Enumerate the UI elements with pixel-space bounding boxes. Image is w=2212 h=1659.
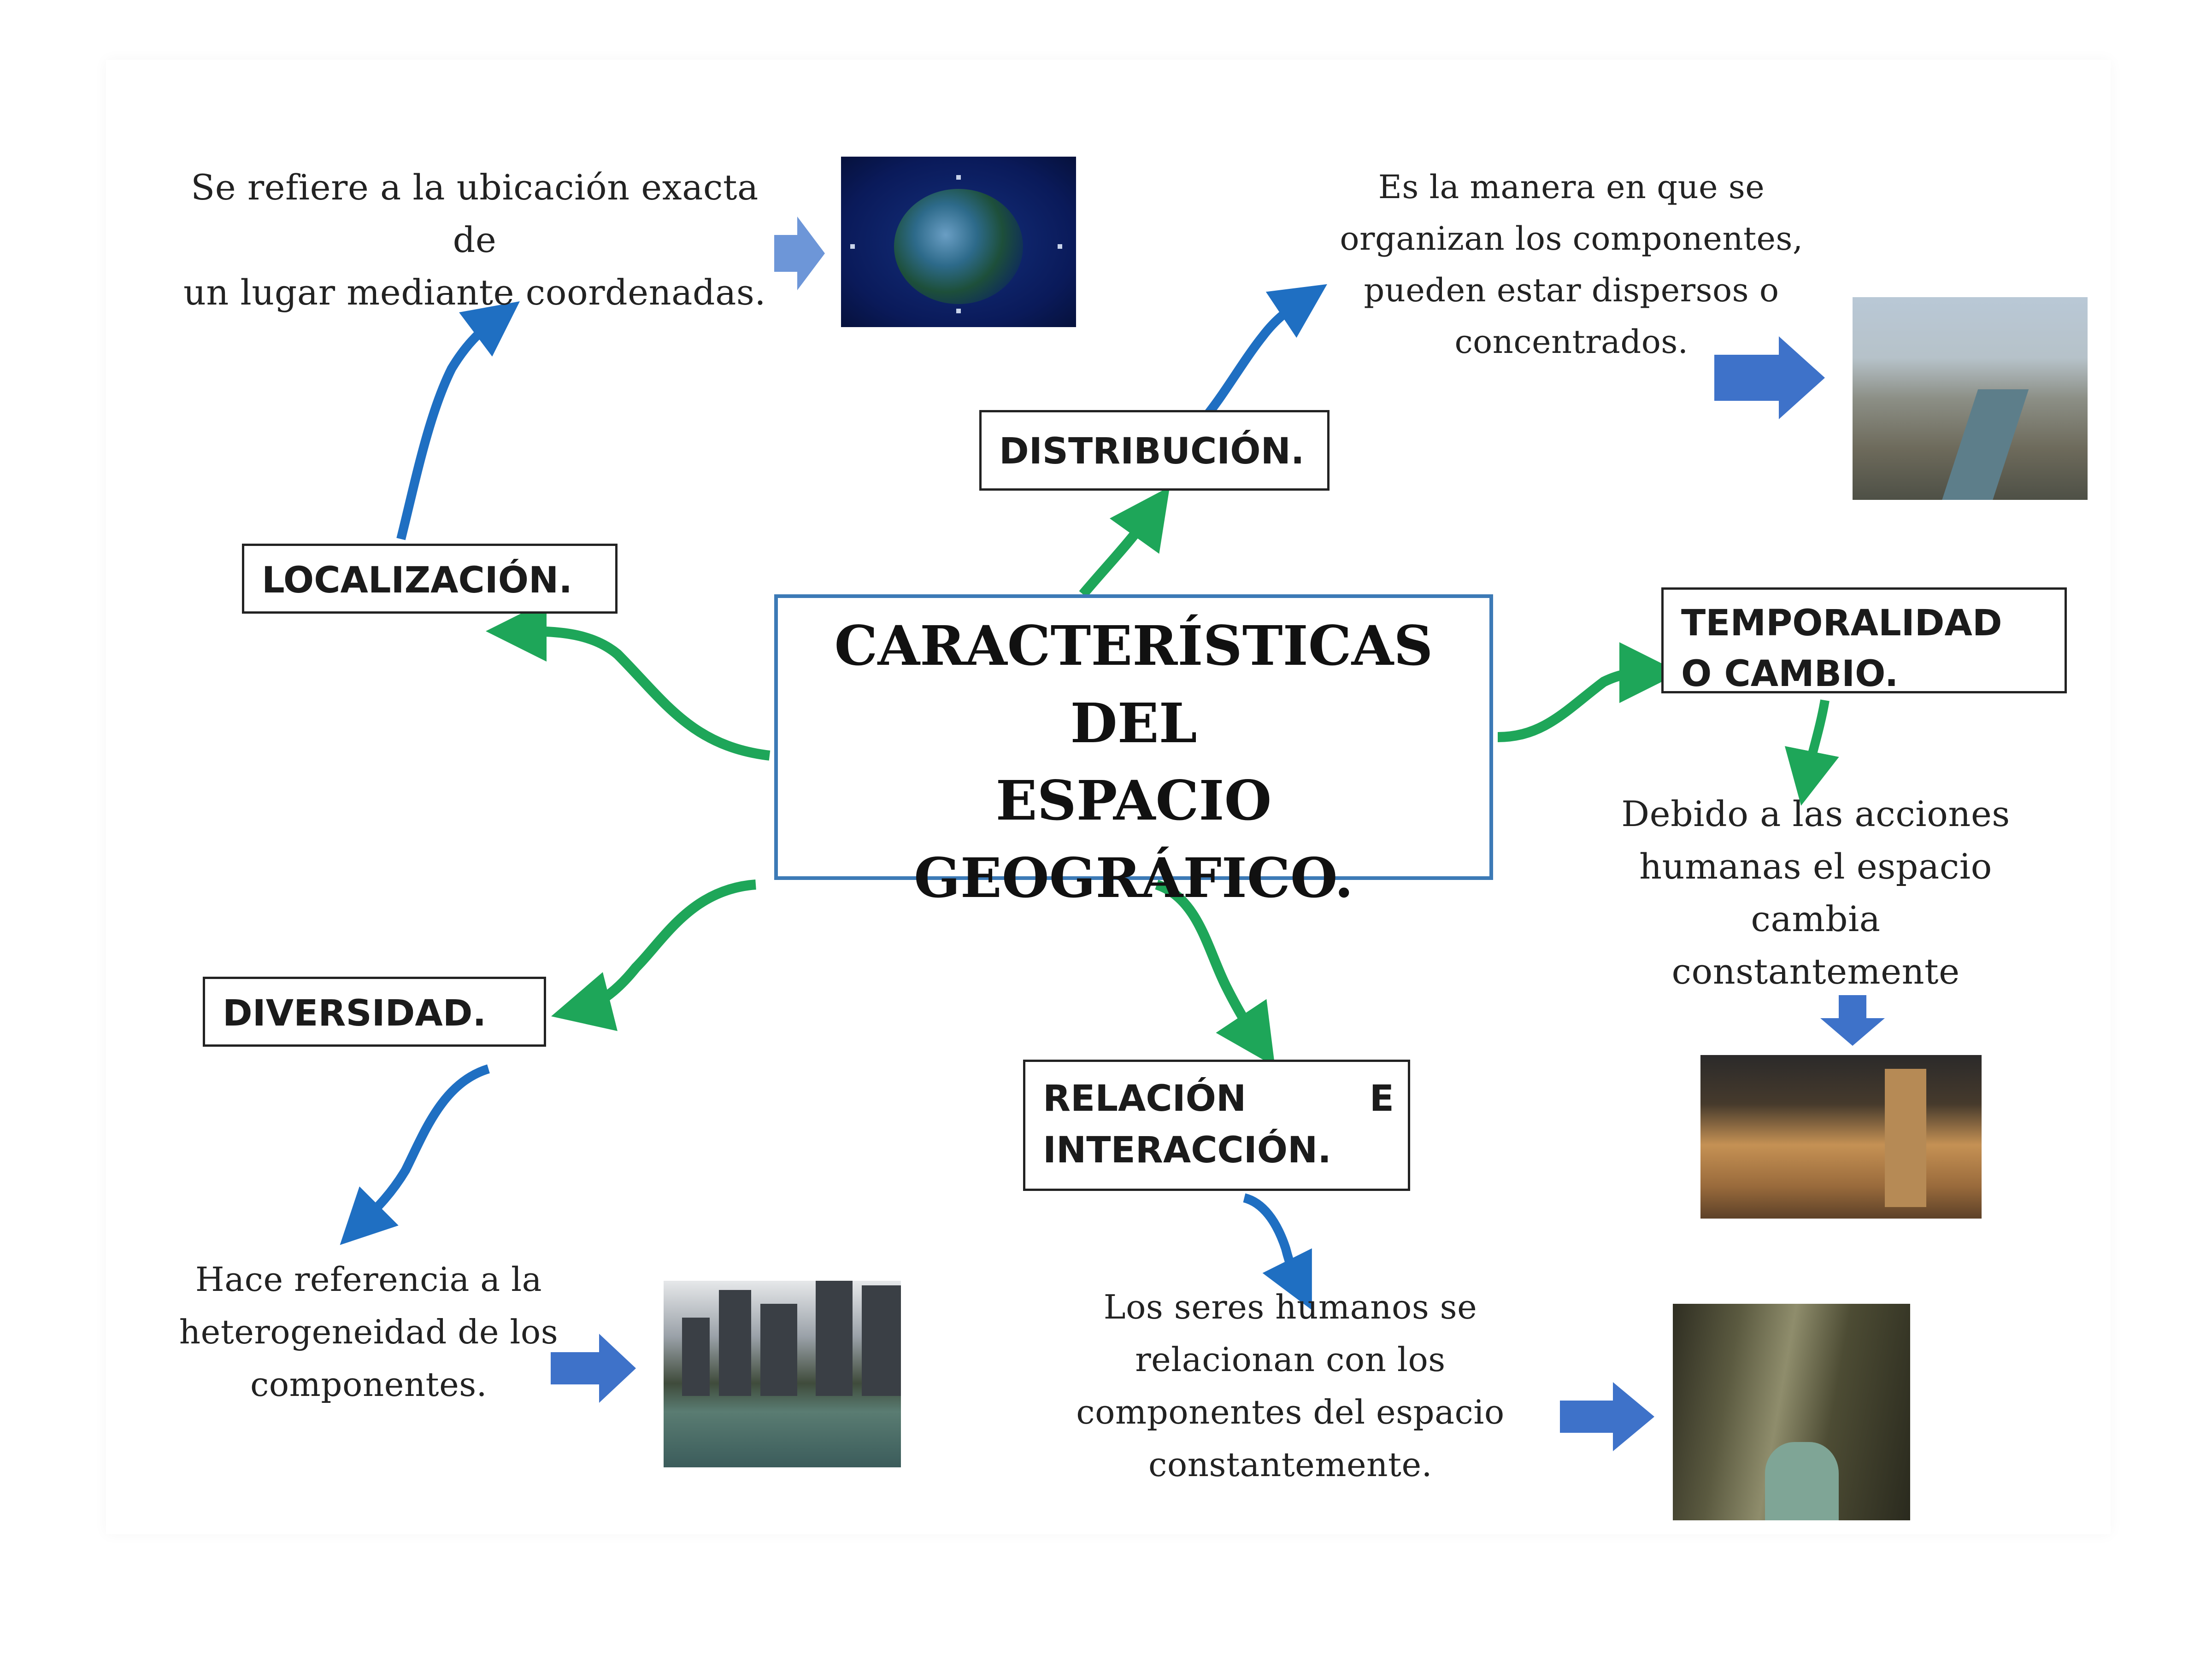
arrow-distribucion-up — [1204, 284, 1327, 418]
arrow-center-to-distribucion — [1079, 487, 1170, 598]
desc-temporalidad: Debido a las acciones humanas el espacio… — [1608, 788, 2023, 998]
skyline-building — [760, 1304, 797, 1396]
desc-relacion-line-3: componentes del espacio — [1076, 1393, 1505, 1431]
desc-localizacion-line-2: un lugar mediante coordenadas. — [183, 272, 766, 313]
node-distribucion-label: DISTRIBUCIÓN. — [999, 431, 1305, 472]
globe-marker-left — [850, 244, 855, 249]
block-arrow-distribucion — [1714, 336, 1825, 419]
cathedral-photo — [1700, 1055, 1982, 1219]
city-skyline-photo — [664, 1281, 901, 1467]
arrow-center-to-relacion — [1155, 879, 1275, 1067]
node-relacion-label-row: RELACIÓN E — [1043, 1073, 1394, 1125]
node-relacion-label-word-2: E — [1369, 1078, 1394, 1120]
block-arrow-temporalidad — [1820, 995, 1885, 1046]
central-topic-title: CARACTERÍSTICAS DEL ESPACIO GEOGRÁFICO. — [778, 607, 1489, 917]
canyon-photo — [1673, 1304, 1910, 1520]
arrow-diversidad-down — [340, 1064, 490, 1245]
node-distribucion: DISTRIBUCIÓN. — [979, 410, 1330, 491]
desc-diversidad-line-2: heterogeneidad de los — [179, 1313, 559, 1351]
desc-diversidad-line-3: componentes. — [250, 1365, 488, 1404]
desc-localizacion: Se refiere a la ubicación exacta de un l… — [175, 161, 774, 319]
desc-distribucion-line-3: pueden estar dispersos o — [1364, 271, 1779, 309]
desc-temporalidad-line-2: humanas el espacio — [1639, 846, 1992, 887]
globe-marker-right — [1058, 244, 1062, 249]
waterfall-shape — [1765, 1442, 1839, 1520]
arrow-center-to-diversidad — [551, 879, 756, 1031]
node-relacion-label-word-1: RELACIÓN — [1043, 1078, 1247, 1120]
arrow-temporalidad-down — [1784, 699, 1839, 806]
desc-diversidad: Hace referencia a la heterogeneidad de l… — [175, 1253, 562, 1411]
node-temporalidad-label-line-2: O CAMBIO. — [1681, 653, 1899, 695]
desc-relacion: Los seres humanos se relacionan con los … — [1041, 1281, 1539, 1491]
desc-localizacion-line-1: Se refiere a la ubicación exacta de — [191, 167, 759, 260]
node-diversidad-label: DIVERSIDAD. — [223, 993, 487, 1034]
desc-temporalidad-line-1: Debido a las acciones — [1621, 793, 2010, 834]
skyline-building — [816, 1281, 853, 1396]
node-relacion-label-line-2: INTERACCIÓN. — [1043, 1130, 1331, 1171]
central-title-line-1: CARACTERÍSTICAS DEL — [834, 614, 1433, 755]
arrow-relacion-down — [1243, 1193, 1312, 1310]
city-aerial-photo — [1853, 297, 2088, 500]
node-relacion: RELACIÓN E INTERACCIÓN. — [1023, 1060, 1410, 1191]
desc-relacion-line-4: constantemente. — [1148, 1445, 1432, 1484]
node-temporalidad-label-line-1: TEMPORALIDAD — [1681, 603, 2002, 644]
desc-distribucion-line-1: Es la manera en que se — [1378, 168, 1765, 206]
central-title-line-2: ESPACIO GEOGRÁFICO. — [914, 768, 1353, 910]
arrow-center-to-temporalidad — [1497, 642, 1680, 742]
globe-shape — [894, 189, 1023, 304]
desc-distribucion: Es la manera en que se organizan los com… — [1318, 161, 1825, 368]
node-localizacion: LOCALIZACIÓN. — [242, 544, 618, 614]
central-topic-box: CARACTERÍSTICAS DEL ESPACIO GEOGRÁFICO. — [774, 594, 1493, 910]
block-arrow-localizacion — [774, 217, 825, 290]
block-arrow-diversidad — [551, 1334, 636, 1403]
arrow-center-to-localizacion — [486, 601, 771, 761]
node-diversidad: DIVERSIDAD. — [203, 977, 546, 1047]
globe-marker-bottom — [956, 309, 961, 313]
globe-photo — [841, 157, 1076, 327]
skyline-building — [719, 1290, 751, 1396]
desc-diversidad-line-1: Hace referencia a la — [195, 1260, 542, 1299]
desc-relacion-line-1: Los seres humanos se — [1103, 1288, 1477, 1326]
desc-temporalidad-line-4: constantemente — [1671, 951, 1960, 992]
skyline-building — [682, 1318, 710, 1396]
skyline-building — [862, 1285, 901, 1396]
cathedral-tower-shape — [1885, 1069, 1926, 1207]
block-arrow-relacion — [1560, 1382, 1654, 1451]
desc-relacion-line-2: relacionan con los — [1135, 1340, 1446, 1379]
desc-distribucion-line-4: concentrados. — [1454, 323, 1688, 361]
desc-temporalidad-line-3: cambia — [1751, 898, 1881, 939]
globe-marker-top — [956, 175, 961, 180]
node-temporalidad: TEMPORALIDAD O CAMBIO. — [1661, 587, 2067, 695]
desc-distribucion-line-2: organizan los componentes, — [1340, 220, 1803, 258]
river-shape — [1939, 389, 2029, 500]
node-localizacion-label: LOCALIZACIÓN. — [262, 560, 572, 601]
arrow-localizacion-up — [396, 301, 520, 540]
